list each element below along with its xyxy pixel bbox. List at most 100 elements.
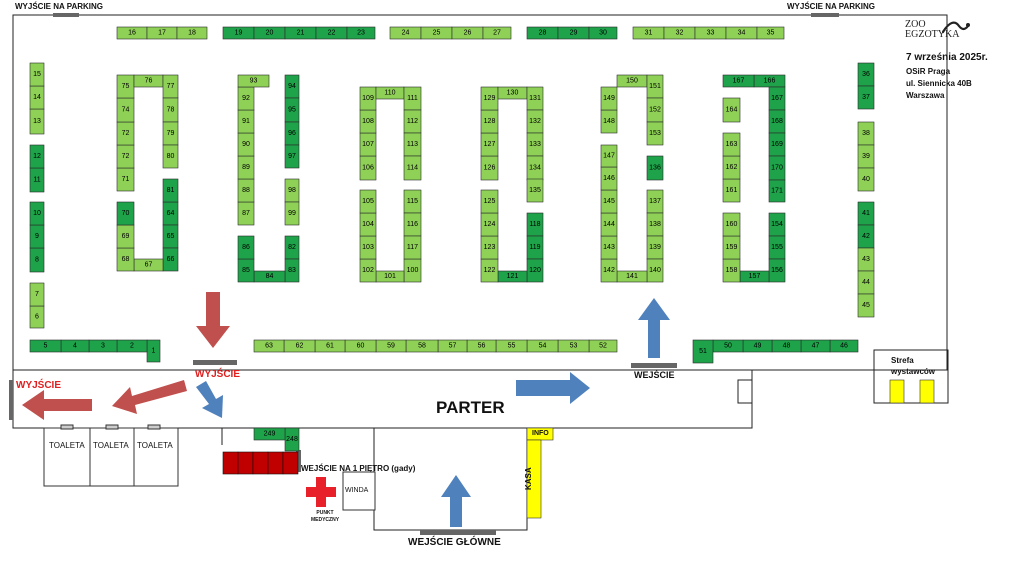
stall-number: 87: [242, 210, 250, 217]
stall-number: 17: [158, 30, 166, 37]
stall: 113: [403, 132, 422, 157]
stall-number: 158: [726, 267, 738, 274]
stall: 163: [722, 132, 741, 157]
stall-number: 34: [738, 30, 746, 37]
stall-box: [480, 189, 499, 214]
stall-box: [346, 26, 376, 40]
stall: 169: [768, 132, 786, 157]
stall-number: 149: [603, 95, 615, 102]
stall-number: 29: [570, 30, 578, 37]
stall: 117: [403, 235, 422, 260]
stall: 24: [389, 26, 422, 40]
stall: 55: [495, 339, 528, 353]
stall: 60: [344, 339, 377, 353]
stall: 166: [753, 74, 786, 88]
stall: 105: [359, 189, 377, 214]
stall: 249: [253, 427, 286, 441]
stall: 37: [857, 85, 875, 110]
stall: 151: [646, 74, 664, 99]
stall-number: 83: [288, 267, 296, 274]
stall-number: 104: [362, 221, 374, 228]
stall: 91: [237, 109, 255, 134]
stall: 136: [646, 155, 664, 181]
stall: 154: [768, 212, 786, 237]
stall: 79: [162, 121, 179, 146]
stall-number: 122: [484, 267, 496, 274]
stall: 147: [600, 144, 618, 168]
stall-number: 132: [529, 118, 541, 125]
stall-number: 90: [242, 141, 250, 148]
kasa-label: KASA: [524, 467, 533, 490]
stall: 90: [237, 132, 255, 157]
stall: 106: [359, 155, 377, 181]
stall-box: [588, 26, 618, 40]
stall-number: 124: [484, 221, 496, 228]
arrow-left-red-icon: [22, 390, 92, 420]
stall-number: 78: [167, 107, 175, 114]
stall: 121: [497, 270, 528, 283]
stall-box: [646, 258, 664, 283]
stall: 42: [857, 224, 875, 249]
stall-number: 170: [771, 165, 783, 172]
stall-number: 168: [771, 118, 783, 125]
stall-number: 61: [326, 343, 334, 350]
stall: 160: [722, 212, 741, 237]
stall-number: 30: [599, 30, 607, 37]
toilet-label-2: TOALETA: [93, 441, 129, 450]
stall-box: [768, 258, 786, 283]
stall-box: [29, 144, 45, 169]
stall: 35: [756, 26, 785, 40]
stall: 164: [722, 97, 741, 123]
stall-number: 143: [603, 244, 615, 251]
stall: 14: [29, 85, 45, 110]
stall-number: 145: [603, 198, 615, 205]
stall-number: 65: [167, 233, 175, 240]
stall-number: 108: [362, 118, 374, 125]
info-label: INFO: [532, 430, 549, 437]
stall-number: 57: [449, 343, 457, 350]
stall: 81: [162, 178, 179, 203]
stall: 44: [857, 270, 875, 295]
stall: 76: [133, 74, 164, 88]
stall-number: 55: [508, 343, 516, 350]
stall-number: 121: [507, 273, 519, 280]
stall-box: [253, 339, 285, 353]
stall-number: 74: [122, 107, 130, 114]
logo-text: ZOO EGZOTYKA: [905, 19, 960, 40]
stall-number: 106: [362, 165, 374, 172]
stall: 34: [725, 26, 758, 40]
first-floor-label: WEJŚCIE NA 1 PIĘTRO (gady): [301, 464, 416, 473]
stall: 137: [646, 189, 664, 214]
stall-box: [176, 26, 208, 40]
stall-number: 33: [707, 30, 715, 37]
toilet-label-1: TOALETA: [49, 441, 85, 450]
stall: 167: [768, 86, 786, 111]
stall: 138: [646, 212, 664, 237]
stall-box: [600, 86, 618, 111]
stall: 141: [616, 270, 648, 283]
stall-box: [162, 144, 179, 169]
stall-number: 144: [603, 221, 615, 228]
stall: 128: [480, 109, 499, 134]
arrow-up-blue-icon: [638, 298, 670, 358]
stall: 127: [480, 132, 499, 157]
stall-number: 69: [122, 233, 130, 240]
stall-number: 35: [767, 30, 775, 37]
stall-number: 66: [167, 256, 175, 263]
stall: 8: [29, 247, 45, 273]
stall: 10: [29, 201, 45, 226]
stall-number: 102: [362, 267, 374, 274]
stall-number: 2: [130, 343, 134, 350]
exit-center-label: WYJŚCIE: [195, 369, 241, 380]
stall: 155: [768, 235, 786, 260]
stall-number: 54: [539, 343, 547, 350]
stall: 72: [116, 121, 135, 146]
stall-number: 47: [812, 343, 820, 350]
stall: 140: [646, 258, 664, 283]
stall-number: 76: [145, 78, 153, 85]
stall-number: 126: [484, 165, 496, 172]
stall-number: 14: [33, 94, 41, 101]
stall-number: 84: [266, 273, 274, 280]
stall: 68: [116, 247, 135, 272]
